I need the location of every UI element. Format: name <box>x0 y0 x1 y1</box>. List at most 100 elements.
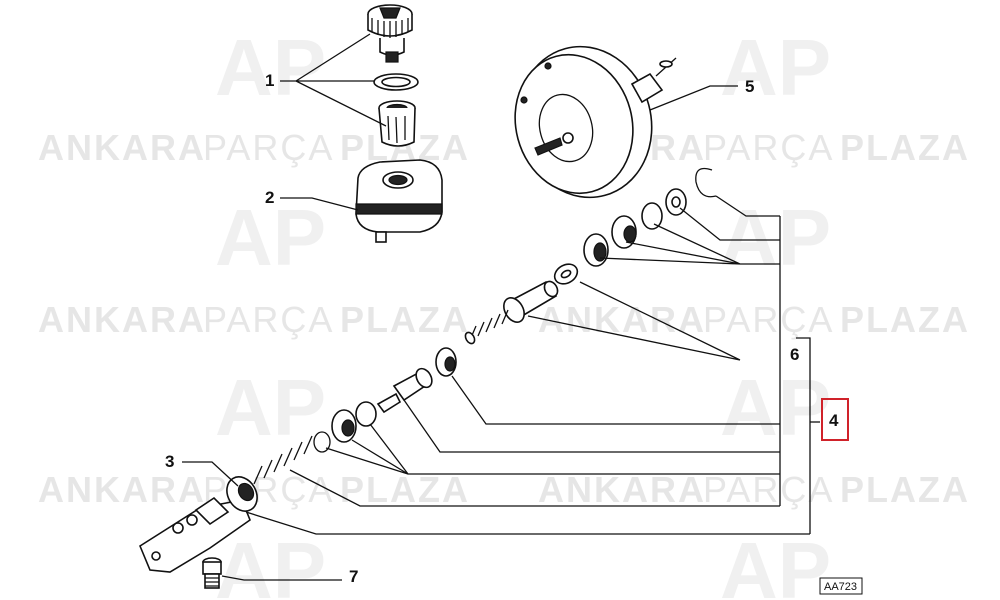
reservoir-cap-knob <box>379 7 401 19</box>
reservoir-neck-opening <box>388 174 408 186</box>
booster-input-clevis <box>659 60 673 68</box>
leader-line <box>325 423 780 475</box>
primary-piston-end <box>543 280 559 298</box>
watermark-word: PARÇA <box>703 299 834 340</box>
secondary-piston-head <box>415 367 433 389</box>
callout-7: 7 <box>349 567 358 586</box>
leader-line <box>451 375 780 425</box>
o-ring <box>641 202 663 230</box>
watermark-logo-text: AP <box>215 23 326 112</box>
cylinder-body-boss <box>194 496 230 526</box>
reference-code-box <box>819 577 863 595</box>
leader-line <box>599 223 780 265</box>
return-spring <box>253 435 313 485</box>
watermark-logo-text: AP <box>215 526 326 600</box>
watermark-logo: AP AP AP AP AP AP AP AP <box>215 23 831 600</box>
primary-spring <box>469 309 509 341</box>
booster-input-boot <box>630 72 664 104</box>
reference-code: AA723 <box>824 581 857 593</box>
leader-line <box>715 195 780 217</box>
watermark-word: PLAZA <box>340 469 470 510</box>
watermark-logo-text: AP <box>720 193 831 282</box>
part-5-brake-booster: 5 <box>514 45 754 199</box>
watermark-word: PLAZA <box>840 469 970 510</box>
highlight-box <box>821 398 849 441</box>
reservoir-band <box>355 203 443 215</box>
part-2-reservoir: 2 <box>265 159 443 243</box>
watermark-logo-text: AP <box>215 363 326 452</box>
part-3-master-cylinder-body: 3 <box>139 452 258 573</box>
watermark-word: ANKARA <box>538 469 706 510</box>
fitting-thread-lines <box>205 577 219 587</box>
flat-washer-hole <box>560 269 572 279</box>
callout-2: 2 <box>265 188 274 207</box>
reference-code-group: AA723 <box>819 577 863 595</box>
washer-hole <box>671 196 681 208</box>
leader-line <box>527 281 741 361</box>
callout-2-leader <box>280 197 359 211</box>
booster-front-shell <box>514 53 634 195</box>
watermark-word: ANKARA <box>38 469 206 510</box>
watermark-word: PARÇA <box>703 469 834 510</box>
leader-line <box>245 511 810 535</box>
booster-center-plate <box>538 93 594 163</box>
callout-3-leader <box>182 461 239 487</box>
watermark-word: PLAZA <box>840 299 970 340</box>
fitting-hex <box>202 561 222 575</box>
callout-5: 5 <box>745 77 754 96</box>
secondary-piston-nose <box>376 392 402 414</box>
group-leaders: 6 <box>245 195 820 535</box>
callout-5-leader <box>649 85 738 111</box>
booster-stud <box>562 132 574 144</box>
callout-3: 3 <box>165 452 174 471</box>
watermark-word: PARÇA <box>203 127 334 168</box>
watermark-word: PARÇA <box>703 127 834 168</box>
watermark-word: PARÇA <box>203 299 334 340</box>
callout-6: 6 <box>790 345 799 364</box>
watermark-word: ANKARA <box>38 299 206 340</box>
watermark-word: PLAZA <box>340 299 470 340</box>
watermark-layer: AP AP AP AP AP AP AP AP ANKARA PARÇA PLA… <box>38 23 970 600</box>
o-ring <box>355 401 377 427</box>
cylinder-port <box>172 522 184 534</box>
watermark-word: ANKARA <box>38 127 206 168</box>
cylinder-port <box>151 551 161 561</box>
reservoir-body <box>355 159 443 233</box>
cylinder-bore <box>237 482 255 502</box>
cylinder-port <box>186 514 198 526</box>
part-7-fitting: 7 <box>202 557 358 589</box>
booster-mount-bolt <box>520 96 528 104</box>
secondary-cup-seal-bore <box>444 356 456 372</box>
leader-line <box>679 207 780 241</box>
watermark-logo-text: AP <box>720 363 831 452</box>
reservoir-cap-ribs <box>371 18 409 38</box>
bushing-bore <box>623 225 637 243</box>
callout-7-leader <box>221 575 342 581</box>
watermark-word: ANKARA <box>538 299 706 340</box>
cup-seal-bore <box>341 419 355 437</box>
booster-pushrod <box>534 137 563 156</box>
callout-1-leader <box>280 33 387 127</box>
reservoir-outlet <box>375 231 387 243</box>
part-6-seal-kit <box>253 167 717 485</box>
callout-4: 4 <box>829 411 839 430</box>
watermark-logo-text: AP <box>720 526 831 600</box>
leader-line <box>403 399 780 453</box>
callout-1: 1 <box>265 71 274 90</box>
retaining-clip <box>313 431 331 453</box>
primary-spring-end <box>464 331 476 345</box>
cup-seal-bore <box>593 242 607 262</box>
seal-ring-inner <box>381 76 411 88</box>
watermark-logo-text: AP <box>215 193 326 282</box>
reservoir-cap-probe <box>385 51 399 63</box>
booster-mount-bolt <box>544 62 552 70</box>
snap-ring <box>695 167 717 198</box>
filter-mesh <box>387 115 406 144</box>
watermark-word: PLAZA <box>840 127 970 168</box>
bracket-outer <box>796 337 811 534</box>
callout-4-group: 4 <box>821 398 849 441</box>
leader-line <box>289 469 780 507</box>
part-1-cap-assembly: 1 <box>265 4 419 147</box>
